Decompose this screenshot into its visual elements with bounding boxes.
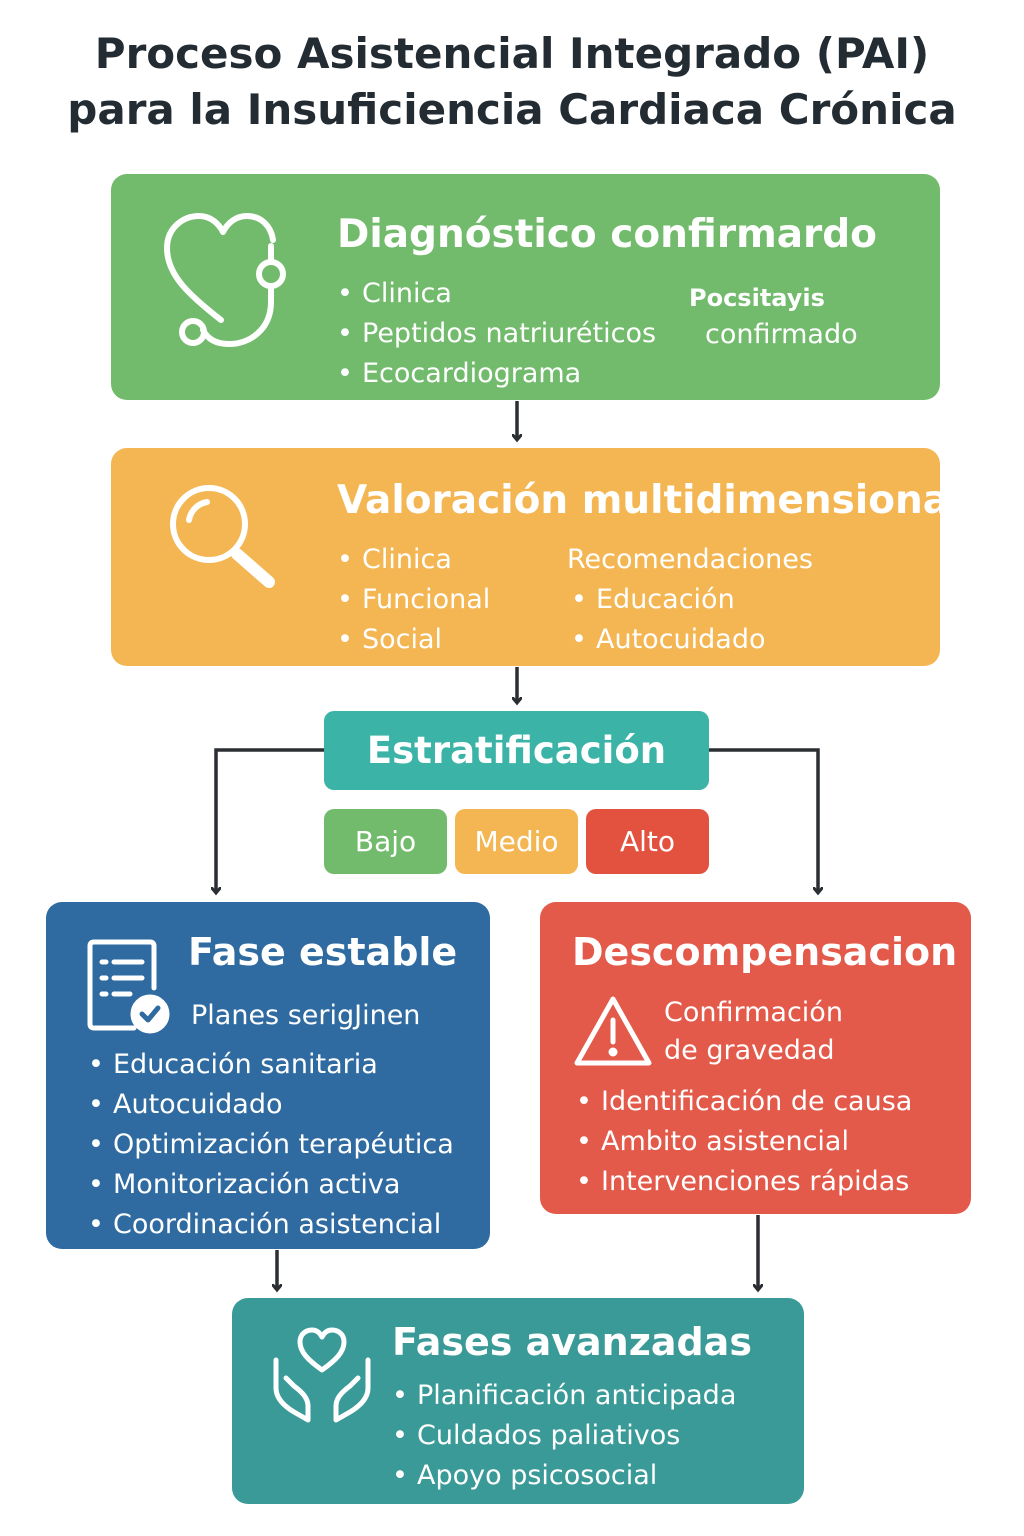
list-item: Coordinación asistencial [88,1205,454,1245]
valoracion-list: Clinica Funcional Social [337,540,490,660]
fase-estable-list: Educación sanitaria Autocuidado Optimiza… [88,1045,454,1245]
page-title-line-2: para la Insuficiencia Cardiaca Crónica [67,85,957,134]
risk-badge-alto: Alto [586,809,709,874]
list-item: Ambito asistencial [576,1122,912,1162]
risk-badge-medio: Medio [455,809,578,874]
list-item: Peptidos natriuréticos [337,314,656,354]
risk-badge-label: Medio [474,825,559,858]
recomendaciones-list: Educación Autocuidado [571,580,766,660]
list-item: Autocuidado [571,620,766,660]
list-item: Clinica [337,540,490,580]
fases-avanzadas-box: Fases avanzadas Planificación anticipada… [232,1298,804,1504]
list-item: Culdados paliativos [392,1416,736,1456]
list-item: Autocuidado [88,1085,454,1125]
list-item: Apoyo psicosocial [392,1456,736,1496]
list-item: Planificación anticipada [392,1376,736,1416]
descompensacion-list: Identificación de causa Ambito asistenci… [576,1082,912,1202]
diagnostico-side-label-1: Pocsitayis [689,284,825,312]
estratificacion-title: Estratificación [366,729,667,772]
heart-stethoscope-icon [164,213,286,347]
page-title: Proceso Asistencial Integrado (PAI) para… [0,26,1024,138]
page-title-line-1: Proceso Asistencial Integrado (PAI) [94,29,930,78]
fases-avanzadas-title: Fases avanzadas [392,1320,752,1364]
risk-badge-label: Bajo [354,825,417,858]
fase-estable-subtitle: Planes serigJinen [191,1000,421,1031]
list-item: Clinica [337,274,656,314]
diagnostico-list: Clinica Peptidos natriuréticos Ecocardio… [337,274,656,394]
arrow-estr-to-desc [709,748,818,893]
list-item: Ecocardiograma [337,354,656,394]
list-item: Funcional [337,580,490,620]
warning-text-line-2: de gravedad [664,1035,835,1066]
risk-badge-label: Alto [619,825,676,858]
list-item: Optimización terapéutica [88,1125,454,1165]
warning-icon [574,996,652,1066]
risk-badge-bajo: Bajo [324,809,447,874]
diagnostico-box: Diagnóstico confirmardo Clinica Peptidos… [111,174,940,400]
valoracion-box: Valoración multidimensional Clinica Func… [111,448,962,666]
diagnostico-title: Diagnóstico confirmardo [337,212,877,257]
recomendaciones-title: Recomendaciones [567,544,813,575]
list-item: Identificación de causa [576,1082,912,1122]
fase-estable-box: Fase estable Planes serigJinen Educación… [46,902,490,1249]
valoracion-title: Valoración multidimensional [337,478,963,523]
list-item: Educación [571,580,766,620]
list-item: Educación sanitaria [88,1045,454,1085]
checklist-icon [87,939,170,1034]
descompensacion-box: Descompensacion Confirmación de gravedad… [540,902,971,1214]
list-item: Intervenciones rápidas [576,1162,912,1202]
list-item: Monitorización activa [88,1165,454,1205]
descompensacion-title: Descompensacion [572,930,958,974]
arrow-estr-to-estable [216,748,324,893]
magnifier-icon [170,485,275,588]
warning-text-line-1: Confirmación [664,997,843,1028]
hands-heart-icon [273,1327,371,1423]
estratificacion-box: Estratificación [324,711,709,790]
diagnostico-side-label-2: confirmado [705,319,858,350]
fase-estable-title: Fase estable [188,930,458,974]
list-item: Social [337,620,490,660]
fases-avanzadas-list: Planificación anticipada Culdados paliat… [392,1376,736,1496]
